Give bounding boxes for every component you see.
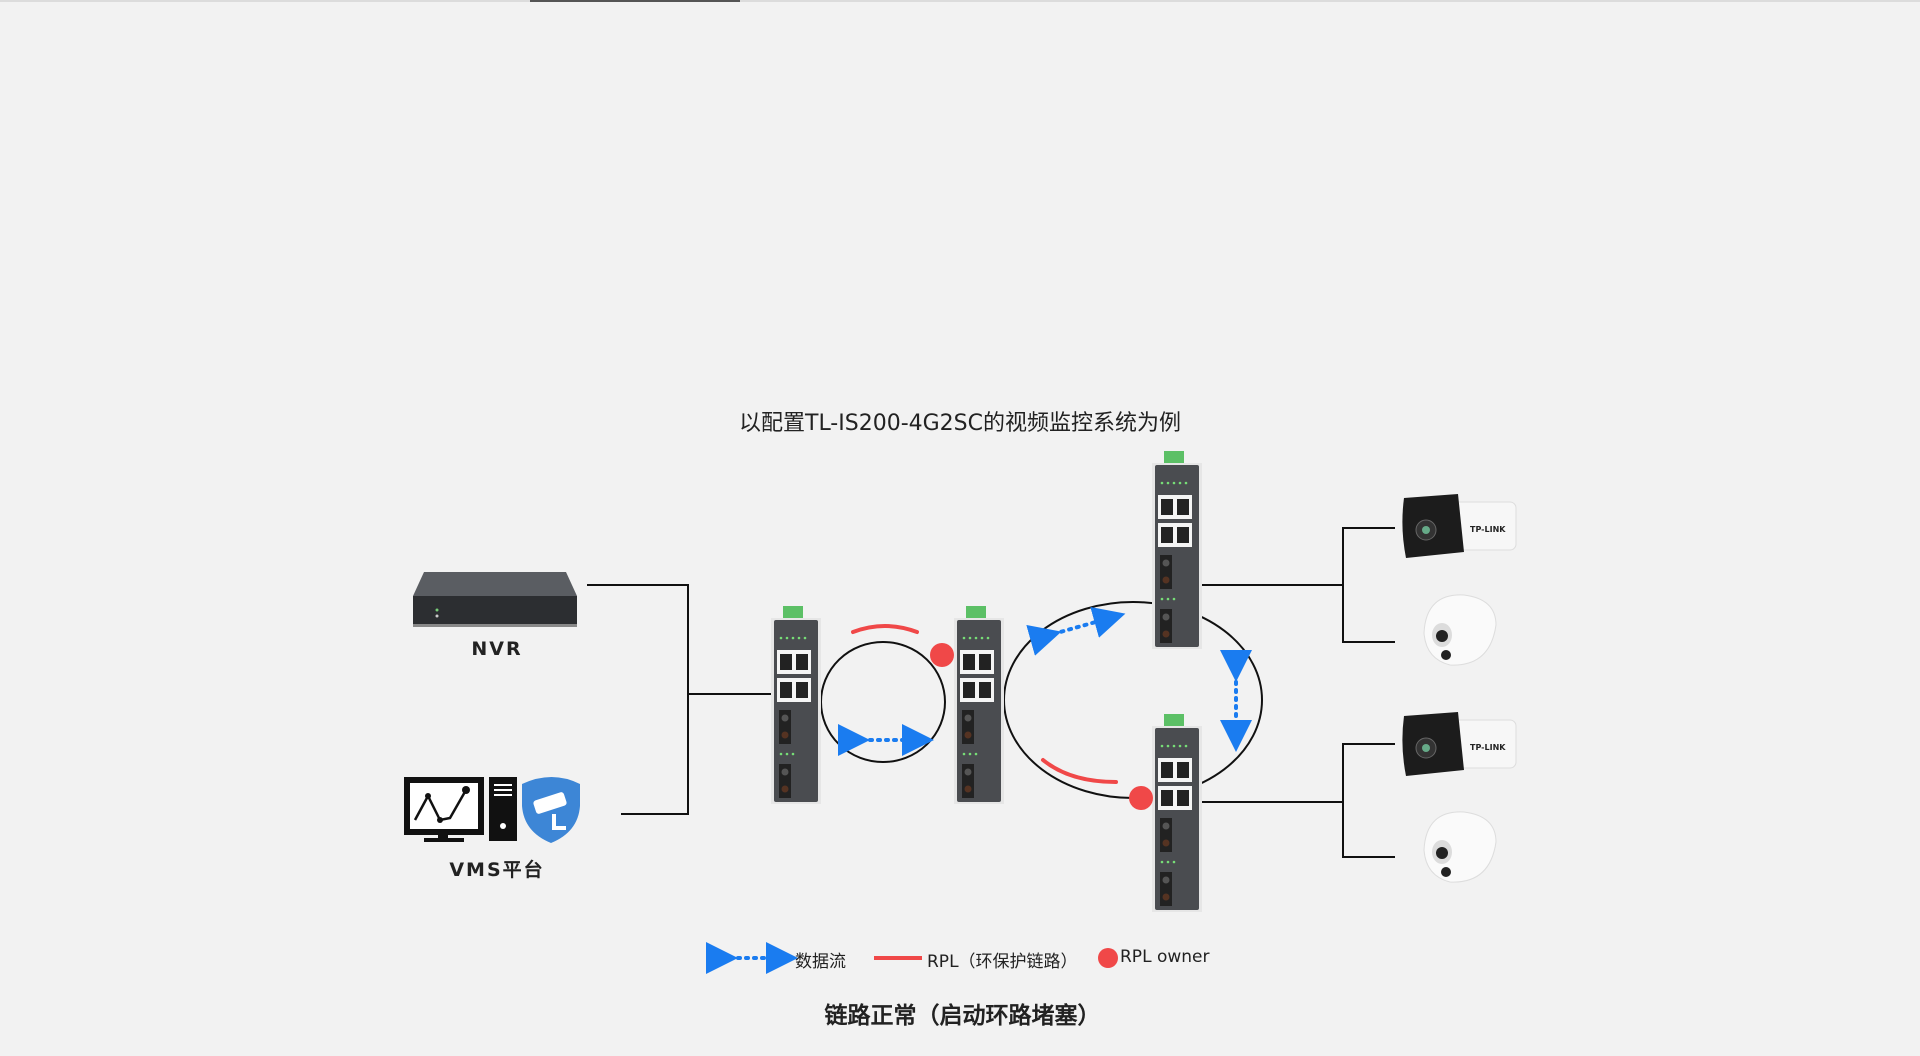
camera-brand-text: TP-LINK (1470, 743, 1506, 752)
rpl-owner-dot-1 (930, 643, 954, 667)
legend-marks (706, 942, 1118, 974)
ring-large (1003, 601, 1263, 799)
data-flow-arrows (838, 606, 1252, 756)
dome-camera-2 (1423, 594, 1497, 666)
data-flow-arrow-2 (1026, 606, 1126, 656)
nvr-device (413, 572, 577, 627)
top-border (0, 0, 1920, 2)
bullet-camera-1: TP-LINK (1402, 494, 1517, 558)
industrial-switch-2 (954, 606, 1004, 804)
rpl-arc-1 (851, 624, 919, 634)
legend-data-flow: 数据流 (795, 952, 846, 972)
top-scroll-indicator (530, 0, 740, 2)
wired-links (587, 527, 1395, 858)
nvr-label: NVR (471, 638, 523, 660)
ring-small (820, 641, 946, 763)
legend-rpl-owner-icon (1098, 948, 1118, 968)
rpl-arc-2 (1041, 758, 1118, 784)
dome-camera-4 (1423, 811, 1497, 883)
rpl-links (851, 624, 1118, 784)
industrial-switch-4 (1152, 714, 1202, 912)
camera-bracket-1 (1342, 527, 1395, 643)
industrial-switch-1 (771, 606, 821, 804)
industrial-switch-3 (1152, 451, 1202, 649)
legend-rpl: RPL（环保护链路） (927, 952, 1078, 972)
bullet-camera-3: TP-LINK (1402, 712, 1517, 776)
diagram-caption: 链路正常（启动环路堵塞） (824, 1003, 1101, 1029)
vms-label: VMS平台 (449, 859, 545, 881)
camera-bracket-2 (1342, 743, 1395, 858)
camera-brand-text: TP-LINK (1470, 525, 1506, 534)
legend-rpl-owner: RPL owner (1120, 947, 1210, 967)
vms-platform-icon (404, 777, 580, 843)
diagram-title: 以配置TL-IS200-4G2SC的视频监控系统为例 (739, 411, 1181, 436)
nvr-link (587, 584, 689, 815)
rpl-owner-dot-2 (1129, 786, 1153, 810)
